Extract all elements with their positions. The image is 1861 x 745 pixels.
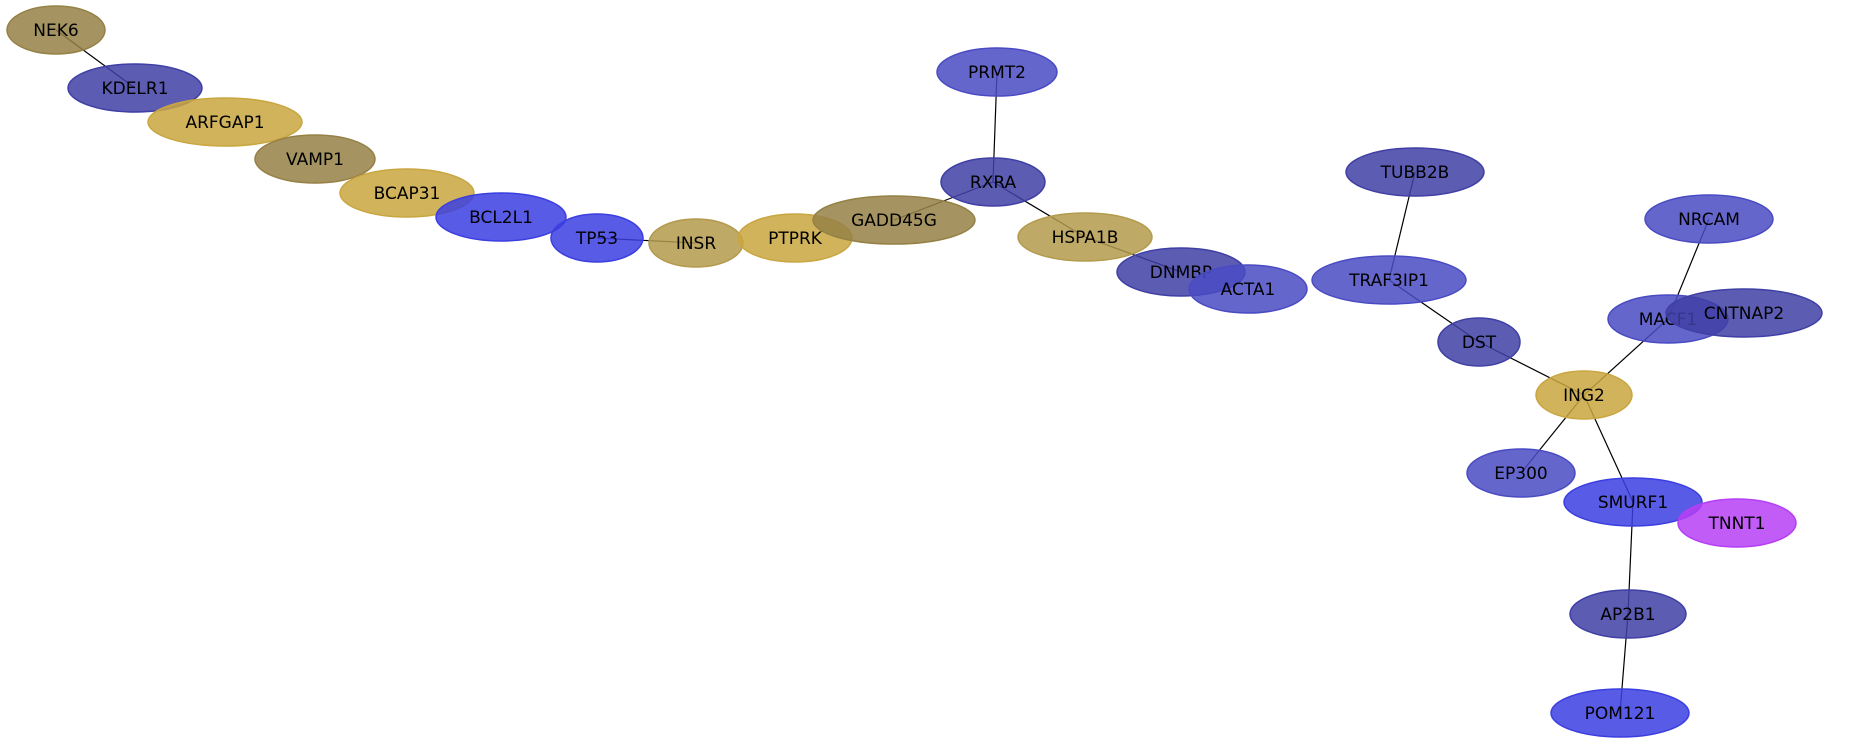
node-label-smurf1: SMURF1 xyxy=(1598,493,1668,513)
node-arfgap1[interactable]: ARFGAP1 xyxy=(147,97,303,147)
node-shape-tubb2b xyxy=(1345,147,1485,197)
node-ap2b1[interactable]: AP2B1 xyxy=(1569,589,1687,639)
node-shape-vamp1 xyxy=(254,134,376,184)
node-shape-arfgap1 xyxy=(147,97,303,147)
node-label-ap2b1: AP2B1 xyxy=(1600,605,1655,625)
edges-layer xyxy=(55,29,1710,714)
node-shape-cntnap2 xyxy=(1665,288,1823,338)
node-shape-traf3ip1 xyxy=(1311,255,1467,305)
node-label-ep300: EP300 xyxy=(1494,464,1547,484)
node-label-bcl2l1: BCL2L1 xyxy=(469,208,533,228)
node-nek6[interactable]: NEK6 xyxy=(6,5,106,55)
node-label-traf3ip1: TRAF3IP1 xyxy=(1348,271,1429,291)
node-shape-tnnt1 xyxy=(1677,498,1797,548)
node-tp53[interactable]: TP53 xyxy=(550,213,644,263)
node-shape-kdelr1 xyxy=(67,63,203,113)
node-nrcam[interactable]: NRCAM xyxy=(1644,194,1774,244)
node-label-cntnap2: CNTNAP2 xyxy=(1704,304,1784,324)
node-label-bcap31: BCAP31 xyxy=(374,184,441,204)
node-shape-gadd45g xyxy=(812,195,976,245)
node-shape-prmt2 xyxy=(936,47,1058,97)
node-cntnap2[interactable]: CNTNAP2 xyxy=(1665,288,1823,338)
node-label-acta1: ACTA1 xyxy=(1221,280,1276,300)
node-label-kdelr1: KDELR1 xyxy=(101,79,168,99)
node-hspa1b[interactable]: HSPA1B xyxy=(1017,212,1153,262)
node-label-ptprk: PTPRK xyxy=(768,229,823,249)
node-shape-ing2 xyxy=(1535,370,1633,420)
node-shape-acta1 xyxy=(1188,264,1308,314)
node-dst[interactable]: DST xyxy=(1437,317,1521,367)
node-ep300[interactable]: EP300 xyxy=(1466,448,1576,498)
node-label-nrcam: NRCAM xyxy=(1678,210,1740,230)
node-label-nek6: NEK6 xyxy=(33,21,78,41)
node-acta1[interactable]: ACTA1 xyxy=(1188,264,1308,314)
node-label-gadd45g: GADD45G xyxy=(851,211,937,231)
node-gadd45g[interactable]: GADD45G xyxy=(812,195,976,245)
node-shape-tp53 xyxy=(550,213,644,263)
node-label-vamp1: VAMP1 xyxy=(286,150,344,170)
node-label-hspa1b: HSPA1B xyxy=(1052,228,1119,248)
node-label-tubb2b: TUBB2B xyxy=(1380,163,1450,183)
node-prmt2[interactable]: PRMT2 xyxy=(936,47,1058,97)
node-shape-dst xyxy=(1437,317,1521,367)
node-kdelr1[interactable]: KDELR1 xyxy=(67,63,203,113)
node-shape-hspa1b xyxy=(1017,212,1153,262)
node-tnnt1[interactable]: TNNT1 xyxy=(1677,498,1797,548)
node-smurf1[interactable]: SMURF1 xyxy=(1563,477,1703,527)
node-bcap31[interactable]: BCAP31 xyxy=(339,168,475,218)
node-bcl2l1[interactable]: BCL2L1 xyxy=(435,192,567,242)
node-shape-ep300 xyxy=(1466,448,1576,498)
node-shape-smurf1 xyxy=(1563,477,1703,527)
node-traf3ip1[interactable]: TRAF3IP1 xyxy=(1311,255,1467,305)
node-rxra[interactable]: RXRA xyxy=(940,157,1046,207)
node-shape-bcap31 xyxy=(339,168,475,218)
node-shape-rxra xyxy=(940,157,1046,207)
node-label-rxra: RXRA xyxy=(970,173,1017,193)
node-label-dst: DST xyxy=(1462,333,1497,353)
node-shape-nek6 xyxy=(6,5,106,55)
node-shape-nrcam xyxy=(1644,194,1774,244)
node-tubb2b[interactable]: TUBB2B xyxy=(1345,147,1485,197)
node-label-tnnt1: TNNT1 xyxy=(1707,514,1765,534)
node-shape-ap2b1 xyxy=(1569,589,1687,639)
node-shape-bcl2l1 xyxy=(435,192,567,242)
node-pom121[interactable]: POM121 xyxy=(1550,688,1690,738)
node-label-tp53: TP53 xyxy=(575,229,618,249)
node-vamp1[interactable]: VAMP1 xyxy=(254,134,376,184)
node-label-arfgap1: ARFGAP1 xyxy=(185,113,264,133)
node-label-pom121: POM121 xyxy=(1585,704,1656,724)
node-shape-pom121 xyxy=(1550,688,1690,738)
node-ing2[interactable]: ING2 xyxy=(1535,370,1633,420)
node-label-ing2: ING2 xyxy=(1563,386,1605,406)
node-insr[interactable]: INSR xyxy=(648,218,744,268)
node-label-prmt2: PRMT2 xyxy=(968,63,1026,83)
node-label-insr: INSR xyxy=(676,234,717,254)
